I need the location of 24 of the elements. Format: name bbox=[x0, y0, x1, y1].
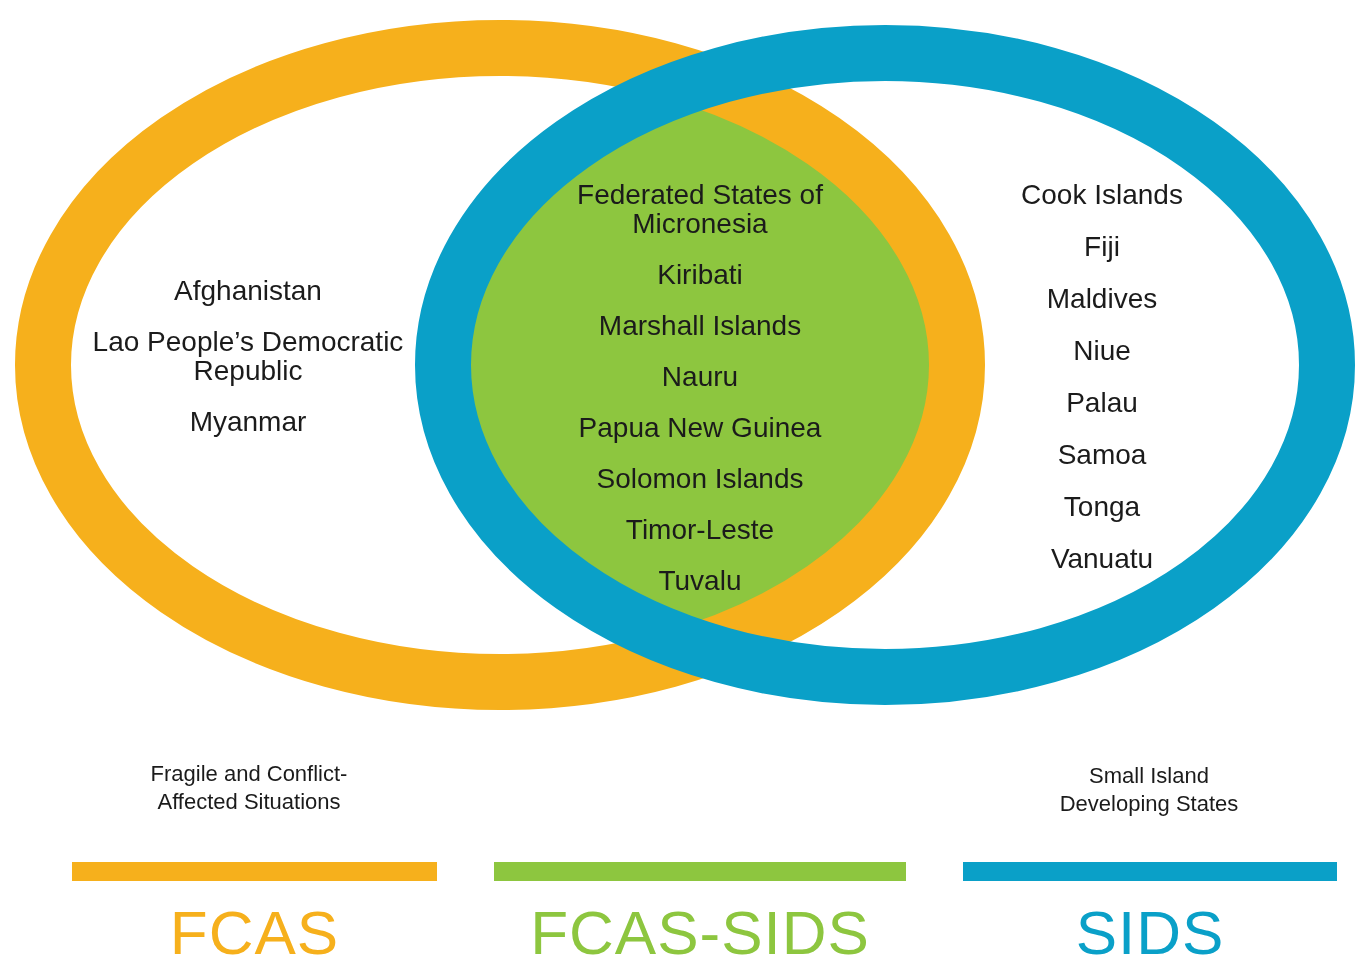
category-description: Small Island Developing States bbox=[1058, 762, 1240, 818]
country-name: Tonga bbox=[1063, 492, 1141, 521]
country-name: Afghanistan bbox=[174, 276, 322, 305]
country-name: Kiribati bbox=[657, 260, 743, 289]
country-name: Papua New Guinea bbox=[578, 413, 822, 442]
country-name: Maldives bbox=[1046, 284, 1158, 313]
country-name: Samoa bbox=[1057, 440, 1147, 469]
country-name: Solomon Islands bbox=[596, 464, 804, 493]
country-name: Tuvalu bbox=[658, 566, 742, 595]
country-name: Myanmar bbox=[189, 407, 307, 436]
legend-label: SIDS bbox=[1074, 900, 1226, 966]
country-name: Lao People’s Democratic Republic bbox=[91, 327, 405, 385]
country-name: Federated States of Micronesia bbox=[576, 180, 824, 238]
country-name: Marshall Islands bbox=[598, 311, 802, 340]
country-name: Timor-Leste bbox=[625, 515, 775, 544]
country-name: Palau bbox=[1066, 388, 1138, 417]
country-name: Cook Islands bbox=[1021, 180, 1183, 209]
category-description: Fragile and Conflict-Affected Situations bbox=[149, 760, 349, 816]
country-name: Fiji bbox=[1084, 232, 1120, 261]
legend-label: FCAS bbox=[168, 900, 341, 966]
country-name: Vanuatu bbox=[1050, 544, 1154, 573]
country-name: Niue bbox=[1073, 336, 1131, 365]
legend-label: FCAS-SIDS bbox=[529, 900, 871, 966]
country-name: Nauru bbox=[661, 362, 739, 391]
